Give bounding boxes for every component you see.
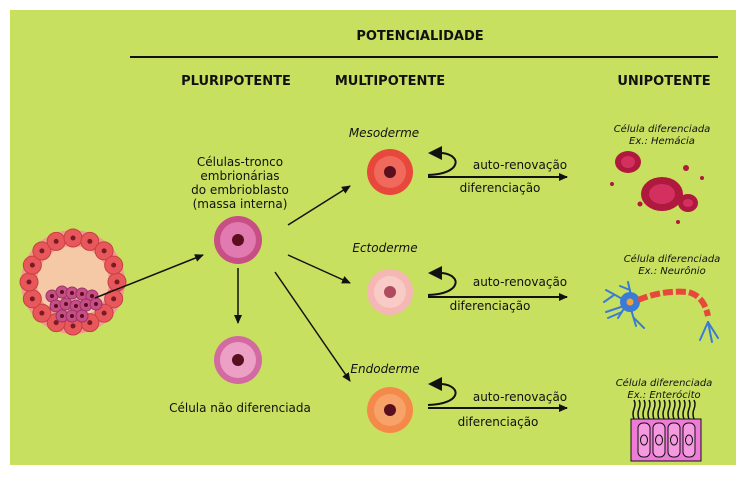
enterocyte-nucleus <box>670 434 678 446</box>
microvillus <box>637 399 641 420</box>
inner-cell-mass-nucleus <box>64 302 68 306</box>
column-header-multipotent: MULTIPOTENTE <box>335 74 445 89</box>
trophoblast-nucleus <box>114 279 120 285</box>
trophoblast-nucleus <box>101 248 107 254</box>
enterocyte-nucleus <box>655 434 663 446</box>
trophoblast-nucleus <box>26 279 32 285</box>
microvillus <box>652 399 656 420</box>
microvillus <box>642 399 646 420</box>
blastocyst-icon <box>19 228 127 336</box>
unipotent-3-example: Ex.: Enterócito <box>627 389 700 401</box>
ectoderm-differentiation-label: diferenciação <box>450 299 531 313</box>
unipotent-2-example: Ex.: Neurônio <box>638 265 705 277</box>
inner-cell-mass-nucleus <box>80 314 84 318</box>
trophoblast-nucleus <box>111 296 117 302</box>
ectoderm-self-renewal-arrow <box>427 266 568 301</box>
mesoderm-self-renewal-label: auto-renovação <box>473 158 567 172</box>
microvillus <box>647 399 651 420</box>
trophoblast-nucleus <box>53 238 59 244</box>
microvillus <box>692 399 696 420</box>
trophoblast-nucleus <box>29 296 35 302</box>
stem-cell-label-line3: do embrioblasto <box>191 183 289 197</box>
microvillus <box>662 399 666 420</box>
column-header-pluripotent: PLURIPOTENTE <box>181 74 291 89</box>
trophoblast-nucleus <box>39 310 45 316</box>
enterocyte-cell <box>652 422 666 458</box>
microvillus <box>667 399 671 420</box>
trophoblast-nucleus <box>111 262 117 268</box>
mesoderm-cell <box>367 149 413 195</box>
microvillus <box>677 399 681 420</box>
endoderm-cell <box>367 387 413 433</box>
unipotent-2-title: Célula diferenciada <box>624 253 721 265</box>
endoderm-label: Endoderme <box>350 362 419 376</box>
mesoderm-differentiation-label: diferenciação <box>460 181 541 195</box>
unipotent-1-example: Ex.: Hemácia <box>629 135 695 147</box>
mesoderm-label: Mesoderme <box>349 126 419 140</box>
trophoblast-nucleus <box>87 320 93 326</box>
inner-cell-mass-nucleus <box>84 303 88 307</box>
mesoderm-self-renewal-arrow <box>427 146 568 181</box>
inner-cell-mass-nucleus <box>54 304 58 308</box>
microvillus <box>632 399 636 420</box>
enterocyte-cell <box>667 422 681 458</box>
inner-cell-mass-nucleus <box>90 294 94 298</box>
ectoderm-self-renewal-label: auto-renovação <box>473 275 567 289</box>
inner-cell-mass-nucleus <box>74 304 78 308</box>
trophoblast-nucleus <box>87 238 93 244</box>
undifferentiated-cell-label: Célula não diferenciada <box>169 401 311 415</box>
diagram-title: POTENCIALIDADE <box>356 29 483 44</box>
enterocyte-cell <box>637 422 651 458</box>
inner-cell-mass-nucleus <box>70 291 74 295</box>
trophoblast-nucleus <box>70 323 76 329</box>
enterocyte-nucleus <box>685 434 693 446</box>
inner-cell-mass-nucleus <box>80 292 84 296</box>
column-header-unipotent: UNIPOTENTE <box>617 74 710 89</box>
trophoblast-nucleus <box>53 320 59 326</box>
arrow-to-endoderm <box>274 271 351 382</box>
pluripotent-stem-cell <box>214 216 262 264</box>
microvillus <box>682 399 686 420</box>
stem-cell-label-line4: (massa interna) <box>193 197 288 211</box>
arrow-to-mesoderm <box>287 185 351 226</box>
enterocyte-cell <box>682 422 696 458</box>
ectoderm-label: Ectoderme <box>352 241 417 255</box>
red-blood-cells-icon <box>610 151 704 224</box>
blastocyst-to-stem-arrow <box>94 254 204 299</box>
unipotent-1-title: Célula diferenciada <box>614 123 711 135</box>
endoderm-self-renewal-label: auto-renovação <box>473 390 567 404</box>
stem-cell-label-line2: embrionárias <box>200 169 279 183</box>
microvillus <box>672 399 676 420</box>
inner-cell-mass-nucleus <box>94 302 98 306</box>
trophoblast-nucleus <box>101 310 107 316</box>
ectoderm-cell <box>367 269 413 315</box>
neuron-icon <box>603 281 719 343</box>
enterocyte-icon <box>630 399 702 462</box>
undifferentiated-cell <box>214 336 262 384</box>
microvillus <box>687 399 691 420</box>
enterocyte-nucleus <box>640 434 648 446</box>
stem-cell-label-line1: Células-tronco <box>197 155 283 169</box>
inner-cell-mass-nucleus <box>60 290 64 294</box>
inner-cell-mass-nucleus <box>60 314 64 318</box>
inner-cell-mass-nucleus <box>70 314 74 318</box>
unipotent-3-title: Célula diferenciada <box>616 377 713 389</box>
endoderm-self-renewal-arrow <box>427 377 568 412</box>
trophoblast-nucleus <box>29 262 35 268</box>
trophoblast-nucleus <box>39 248 45 254</box>
trophoblast-nucleus <box>70 235 76 241</box>
inner-cell-mass-nucleus <box>50 294 54 298</box>
endoderm-differentiation-label: diferenciação <box>458 415 539 429</box>
background-panel <box>10 10 736 465</box>
microvillus <box>657 399 661 420</box>
arrow-to-ectoderm <box>287 254 351 284</box>
